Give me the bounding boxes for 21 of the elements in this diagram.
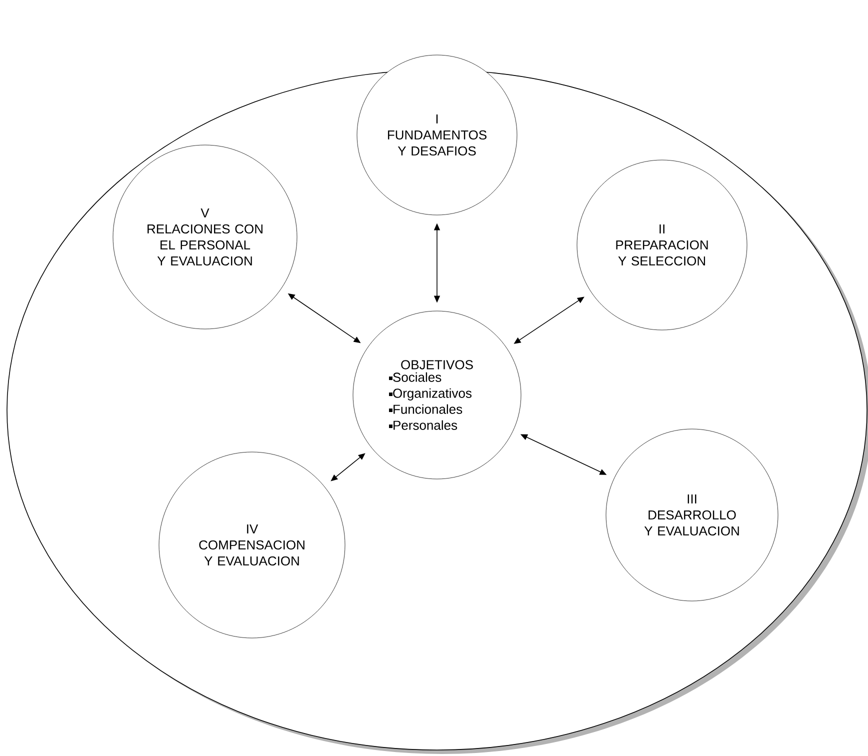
bullet-item: Personales: [389, 420, 458, 430]
roman-numeral: IV: [247, 524, 258, 534]
circle-label: FUNDAMENTOS Y DESAFIOS: [388, 130, 486, 156]
roman-numeral: III: [688, 494, 696, 504]
roman-numeral: I: [436, 114, 438, 124]
circle-node: [356, 54, 518, 216]
circle-node: [158, 452, 346, 638]
circle-label: COMPENSACION Y EVALUACION: [199, 540, 304, 566]
circle-node: [576, 160, 748, 330]
heading: OBJETIVOS: [401, 360, 473, 370]
bullet-item: Sociales: [389, 372, 442, 382]
roman-numeral: II: [660, 224, 664, 234]
circle-label: RELACIONES CON EL PERSONAL Y EVALUACION: [148, 224, 262, 266]
bullet-item: Funcionales: [389, 404, 462, 414]
bullet-item: Organizativos: [389, 388, 472, 400]
circle-label: PREPARACION Y SELECCION: [616, 240, 708, 266]
circle-node: [606, 428, 778, 602]
circle-label: DESARROLLO Y EVALUACION: [644, 510, 739, 536]
circle-node: [112, 144, 298, 330]
circle-node: [352, 310, 522, 480]
roman-numeral: V: [200, 208, 210, 218]
